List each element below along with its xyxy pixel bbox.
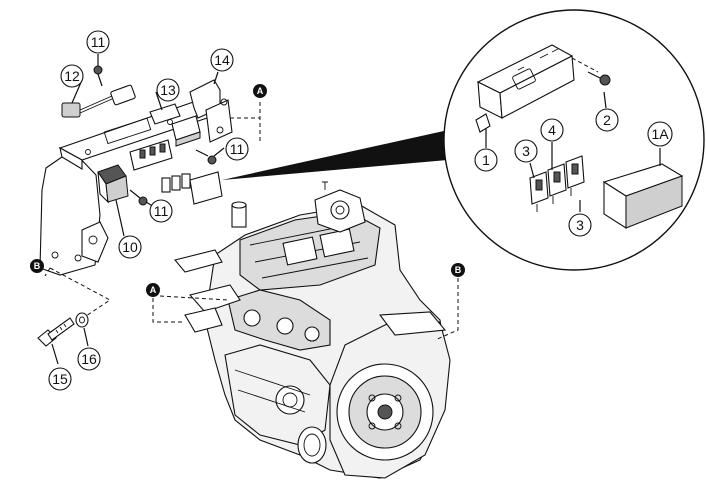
callout-11-low: 11 — [149, 199, 173, 223]
callout-12: 12 — [60, 64, 84, 88]
svg-text:B: B — [34, 261, 41, 271]
screw-11-top — [93, 65, 103, 87]
detail-zoom-circle — [443, 9, 705, 271]
svg-text:14: 14 — [214, 52, 230, 68]
screw-11-low — [129, 189, 148, 206]
detail-leaders — [485, 91, 661, 212]
ref-marker-a-top: A — [253, 84, 267, 98]
callout-1A: 1A — [647, 121, 673, 147]
callout-15: 15 — [48, 367, 72, 391]
engine-block — [174, 181, 451, 479]
screw-11-mid — [195, 149, 217, 165]
callout-11-mid: 11 — [225, 137, 249, 161]
svg-text:16: 16 — [81, 351, 97, 367]
ref-line-a-engine — [152, 298, 185, 323]
callout-11-top: 11 — [86, 30, 110, 54]
svg-text:3: 3 — [576, 217, 584, 233]
callout-14: 14 — [210, 48, 234, 72]
svg-text:11: 11 — [91, 34, 106, 50]
ref-line-b-right — [434, 278, 459, 341]
ref-line-b-left2 — [44, 267, 51, 277]
callout-4: 4 — [540, 118, 564, 142]
callout-16: 16 — [77, 347, 101, 371]
detail-zoom-pointer — [222, 127, 470, 180]
svg-text:3: 3 — [522, 143, 530, 159]
svg-text:4: 4 — [548, 122, 556, 138]
svg-text:11: 11 — [230, 141, 245, 157]
bolt-15 — [37, 317, 75, 347]
callout-1: 1 — [474, 148, 498, 172]
ref-marker-b-left: B — [30, 259, 44, 273]
fuse-holder-bracket — [129, 139, 173, 171]
callout-3-upper: 3 — [514, 139, 538, 163]
svg-text:10: 10 — [122, 239, 138, 255]
ref-line-b-left — [49, 267, 111, 317]
svg-text:1: 1 — [482, 152, 490, 168]
ref-marker-a-engine: A — [146, 283, 160, 297]
ref-marker-b-right: B — [451, 263, 465, 277]
svg-text:15: 15 — [52, 371, 68, 387]
svg-text:11: 11 — [154, 203, 169, 219]
fuse-block-set — [161, 171, 223, 205]
svg-text:B: B — [455, 265, 462, 275]
relay-box-10 — [97, 164, 129, 204]
connector-12 — [61, 84, 136, 118]
ref-line-a-engine2 — [159, 295, 229, 301]
svg-text:1A: 1A — [651, 126, 669, 142]
callout-10: 10 — [118, 235, 142, 259]
svg-text:A: A — [150, 285, 157, 295]
svg-text:2: 2 — [603, 112, 611, 128]
svg-text:12: 12 — [64, 68, 80, 84]
svg-text:A: A — [257, 86, 264, 96]
callout-2: 2 — [595, 108, 619, 132]
callout-3-lower: 3 — [568, 213, 592, 237]
relay-13 — [149, 103, 201, 147]
svg-text:13: 13 — [160, 82, 176, 98]
washer-16 — [75, 312, 89, 328]
callout-13: 13 — [156, 78, 180, 102]
